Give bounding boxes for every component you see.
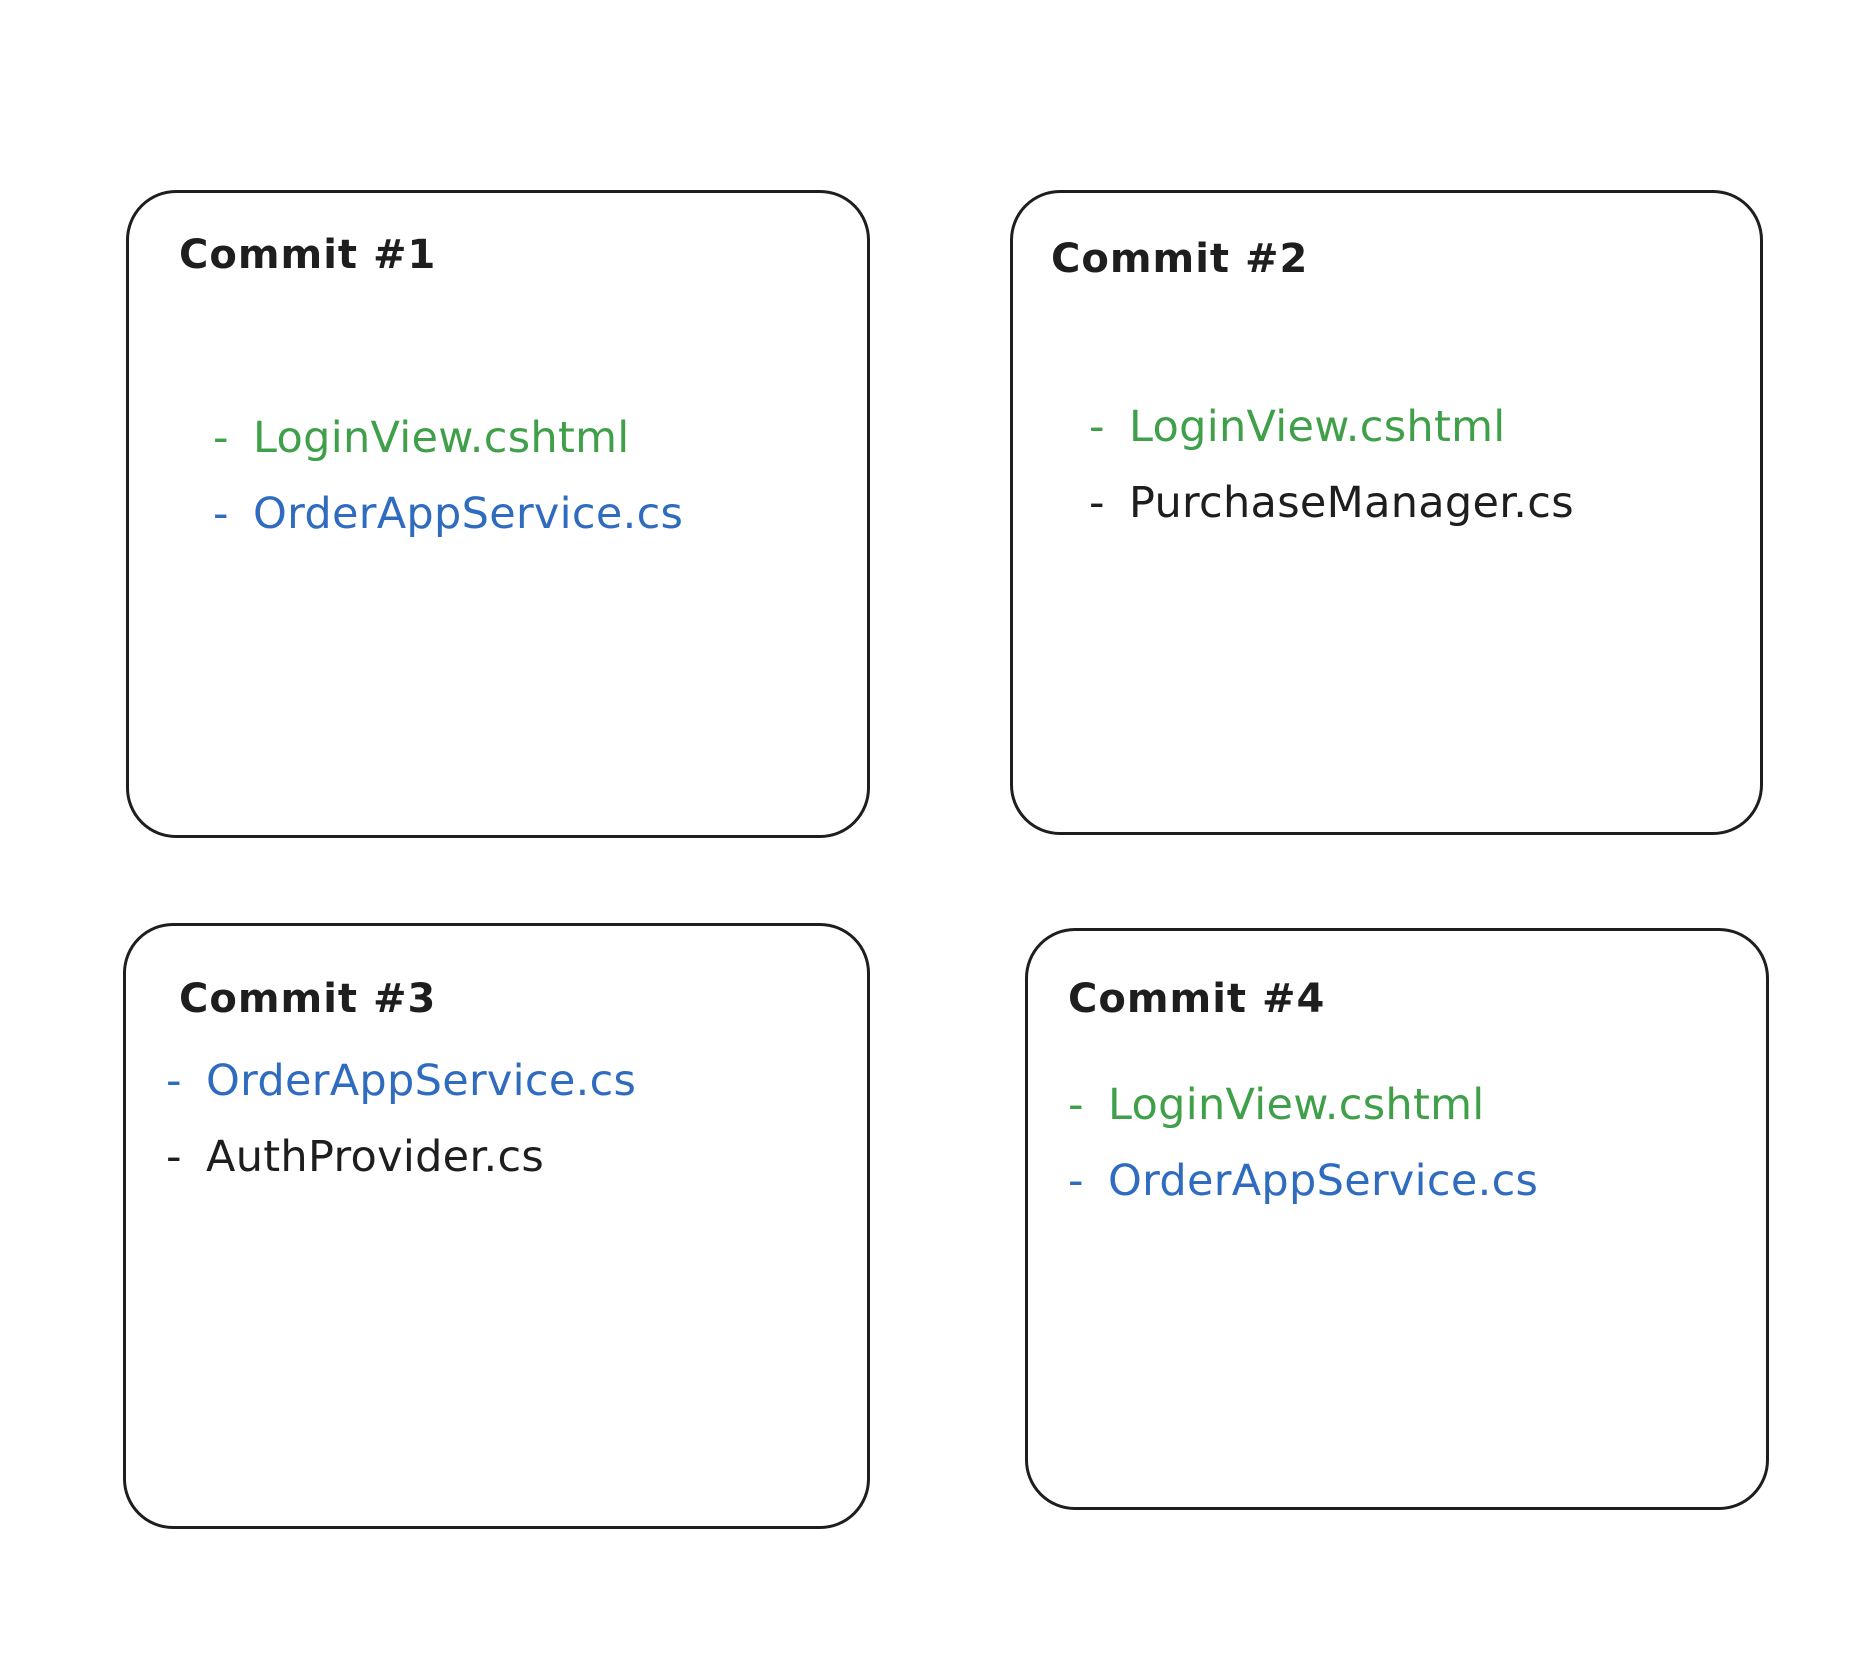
list-dash: - [213, 489, 229, 539]
list-dash: - [166, 1056, 182, 1106]
commit-title: Commit #4 [1068, 976, 1326, 1022]
commit-title: Commit #3 [179, 976, 437, 1022]
file-name: OrderAppService.cs [253, 489, 684, 539]
file-item: -OrderAppService.cs [1068, 1143, 1538, 1219]
file-name: OrderAppService.cs [206, 1056, 637, 1106]
list-dash: - [213, 413, 229, 463]
file-list: -LoginView.cshtml -OrderAppService.cs [213, 400, 683, 552]
commit-title: Commit #2 [1051, 236, 1309, 282]
file-item: -OrderAppService.cs [213, 476, 683, 552]
file-item: -LoginView.cshtml [1068, 1067, 1538, 1143]
file-item: -PurchaseManager.cs [1089, 465, 1574, 541]
file-name: LoginView.cshtml [1108, 1080, 1485, 1130]
file-list: -LoginView.cshtml -OrderAppService.cs [1068, 1067, 1538, 1219]
commit-box-3: Commit #3 -OrderAppService.cs -AuthProvi… [123, 923, 870, 1529]
file-list: -LoginView.cshtml -PurchaseManager.cs [1089, 389, 1574, 541]
file-name: LoginView.cshtml [1129, 402, 1506, 452]
commit-title: Commit #1 [179, 232, 437, 278]
file-item: -OrderAppService.cs [166, 1043, 636, 1119]
list-dash: - [1089, 478, 1105, 528]
file-name: PurchaseManager.cs [1129, 478, 1574, 528]
list-dash: - [1068, 1080, 1084, 1130]
file-item: -LoginView.cshtml [1089, 389, 1574, 465]
file-name: AuthProvider.cs [206, 1132, 545, 1182]
list-dash: - [166, 1132, 182, 1182]
file-name: LoginView.cshtml [253, 413, 630, 463]
list-dash: - [1089, 402, 1105, 452]
commit-box-1: Commit #1 -LoginView.cshtml -OrderAppSer… [126, 190, 870, 838]
file-item: -LoginView.cshtml [213, 400, 683, 476]
list-dash: - [1068, 1156, 1084, 1206]
file-name: OrderAppService.cs [1108, 1156, 1539, 1206]
file-list: -OrderAppService.cs -AuthProvider.cs [166, 1043, 636, 1195]
commit-box-4: Commit #4 -LoginView.cshtml -OrderAppSer… [1025, 928, 1769, 1510]
commit-box-2: Commit #2 -LoginView.cshtml -PurchaseMan… [1010, 190, 1763, 835]
file-item: -AuthProvider.cs [166, 1119, 636, 1195]
